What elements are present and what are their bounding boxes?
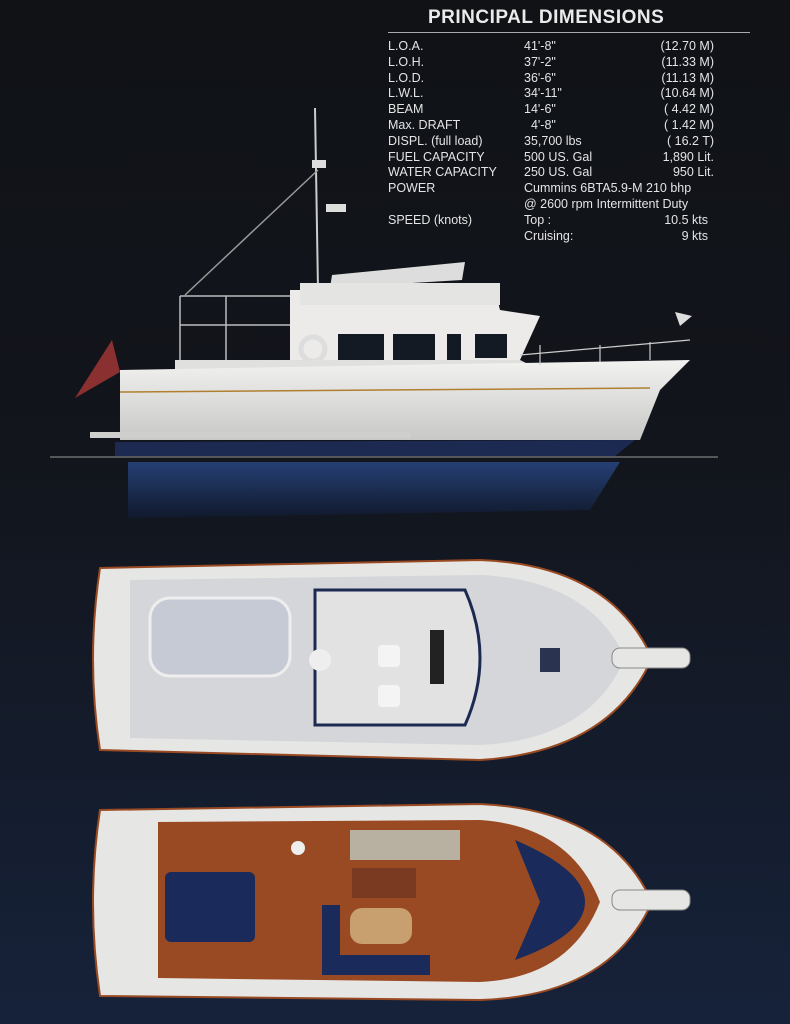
spec-value: Cummins 6BTA5.9-M 210 bhp bbox=[524, 181, 692, 196]
spec-metric: 9 kts bbox=[681, 228, 708, 243]
spec-label: L.O.A. bbox=[388, 39, 424, 53]
swim-platform bbox=[90, 432, 410, 438]
salon-table bbox=[350, 908, 412, 944]
spec-value: 14'-6" bbox=[524, 102, 556, 117]
spec-value: 4'-8" bbox=[524, 117, 556, 132]
spec-metric: 950 Lit. bbox=[672, 165, 714, 180]
spec-value: 35,700 lbs bbox=[524, 133, 582, 148]
mast bbox=[314, 107, 319, 291]
spec-metric: (11.33 M) bbox=[661, 54, 714, 69]
spec-metric: ( 16.2 T) bbox=[666, 133, 714, 148]
hull bbox=[120, 360, 690, 440]
spec-metric: ( 1.42 M) bbox=[663, 117, 714, 132]
spec-row-fuel: FUEL CAPACITY 500 US. Gal 1,890 Lit. bbox=[388, 150, 718, 166]
teak-sole bbox=[158, 820, 600, 982]
bow-pulpit bbox=[611, 889, 691, 911]
cabin-window bbox=[475, 334, 507, 358]
spec-row-displacement: DISPL. (full load) 35,700 lbs ( 16.2 T) bbox=[388, 134, 718, 150]
spec-value: 41'-8" bbox=[524, 39, 556, 53]
helm-seat bbox=[378, 685, 400, 707]
flybridge-rail bbox=[179, 295, 290, 365]
spec-row-lwl: L.W.L. 34'-11" (10.64 M) bbox=[388, 86, 718, 102]
spec-value: @ 2600 rpm Intermittent Duty bbox=[524, 196, 689, 211]
title-divider bbox=[388, 32, 750, 33]
spec-row-loa: L.O.A. 41'-8" (12.70 M) bbox=[388, 39, 718, 55]
spec-label: BEAM bbox=[388, 102, 424, 117]
spec-label: SPEED (knots) bbox=[388, 212, 473, 227]
boom-stay bbox=[184, 169, 319, 296]
salon-settee bbox=[322, 905, 430, 975]
spec-label: L.O.H. bbox=[388, 54, 425, 69]
cabin-window bbox=[338, 334, 384, 362]
cabin-window bbox=[447, 334, 461, 360]
flag-bow bbox=[675, 312, 692, 326]
spec-row-speed-top: SPEED (knots) Top : 10.5 kts bbox=[388, 213, 718, 229]
spec-label: L.O.D. bbox=[388, 70, 425, 85]
spec-label: L.W.L. bbox=[388, 86, 424, 101]
spec-metric: 1,890 Lit. bbox=[662, 149, 714, 164]
cabin-window bbox=[393, 334, 435, 362]
spec-row-loh: L.O.H. 37'-2" (11.33 M) bbox=[388, 55, 718, 71]
spec-value: 37'-2" bbox=[524, 54, 556, 69]
flybridge-canopy bbox=[330, 262, 465, 288]
spec-value: Top : bbox=[524, 212, 552, 227]
galley bbox=[350, 830, 460, 860]
spec-value: 500 US. Gal bbox=[524, 149, 593, 164]
helm-console bbox=[430, 630, 444, 684]
helm-seat bbox=[378, 645, 400, 667]
spec-value: 36'-6" bbox=[524, 70, 556, 85]
aft-berth bbox=[165, 872, 255, 942]
radar bbox=[326, 204, 346, 212]
deck-plan-view bbox=[92, 558, 691, 762]
spec-row-power: POWER Cummins 6BTA5.9-M 210 bhp bbox=[388, 181, 718, 197]
spec-label: Max. DRAFT bbox=[388, 117, 461, 132]
interior-layout-view bbox=[92, 802, 691, 1002]
spec-metric: (12.70 M) bbox=[660, 39, 715, 53]
spec-value: 34'-11" bbox=[524, 86, 562, 101]
rug bbox=[352, 868, 416, 898]
bow-pulpit bbox=[611, 647, 691, 669]
spec-label: POWER bbox=[388, 181, 436, 196]
dinghy bbox=[148, 596, 292, 678]
spec-metric: (11.13 M) bbox=[661, 70, 714, 85]
spec-row-draft: Max. DRAFT 4'-8" ( 1.42 M) bbox=[388, 118, 718, 134]
boat-profile-view bbox=[50, 107, 718, 518]
dimensions-table: L.O.A. 41'-8" (12.70 M) L.O.H. 37'-2" (11.33… bbox=[388, 39, 718, 244]
head bbox=[291, 841, 305, 855]
spec-row-water: WATER CAPACITY 250 US. Gal 950 Lit. bbox=[388, 165, 718, 181]
spec-label: DISPL. (full load) bbox=[388, 133, 483, 148]
spec-label: FUEL CAPACITY bbox=[388, 149, 485, 164]
hatch bbox=[540, 648, 560, 672]
mast-base bbox=[309, 649, 331, 671]
spec-label: WATER CAPACITY bbox=[388, 165, 497, 180]
hull-reflection bbox=[128, 462, 620, 518]
spec-row-power-cont: @ 2600 rpm Intermittent Duty bbox=[388, 197, 718, 213]
bow-rail bbox=[519, 339, 691, 365]
spec-metric: ( 4.42 M) bbox=[663, 102, 714, 117]
page-title: PRINCIPAL DIMENSIONS bbox=[428, 7, 665, 28]
spec-value: Cruising: bbox=[524, 228, 574, 243]
v-berth bbox=[515, 840, 585, 960]
spec-row-speed-cruise: Cruising: 9 kts bbox=[388, 229, 718, 245]
spec-metric: 10.5 kts bbox=[664, 212, 708, 227]
flag-stern bbox=[75, 340, 120, 398]
spec-row-lod: L.O.D. 36'-6" (11.13 M) bbox=[388, 71, 718, 87]
spec-metric: (10.64 M) bbox=[660, 86, 715, 101]
spec-row-beam: BEAM 14'-6" ( 4.42 M) bbox=[388, 102, 718, 118]
spec-value: 250 US. Gal bbox=[524, 165, 593, 180]
